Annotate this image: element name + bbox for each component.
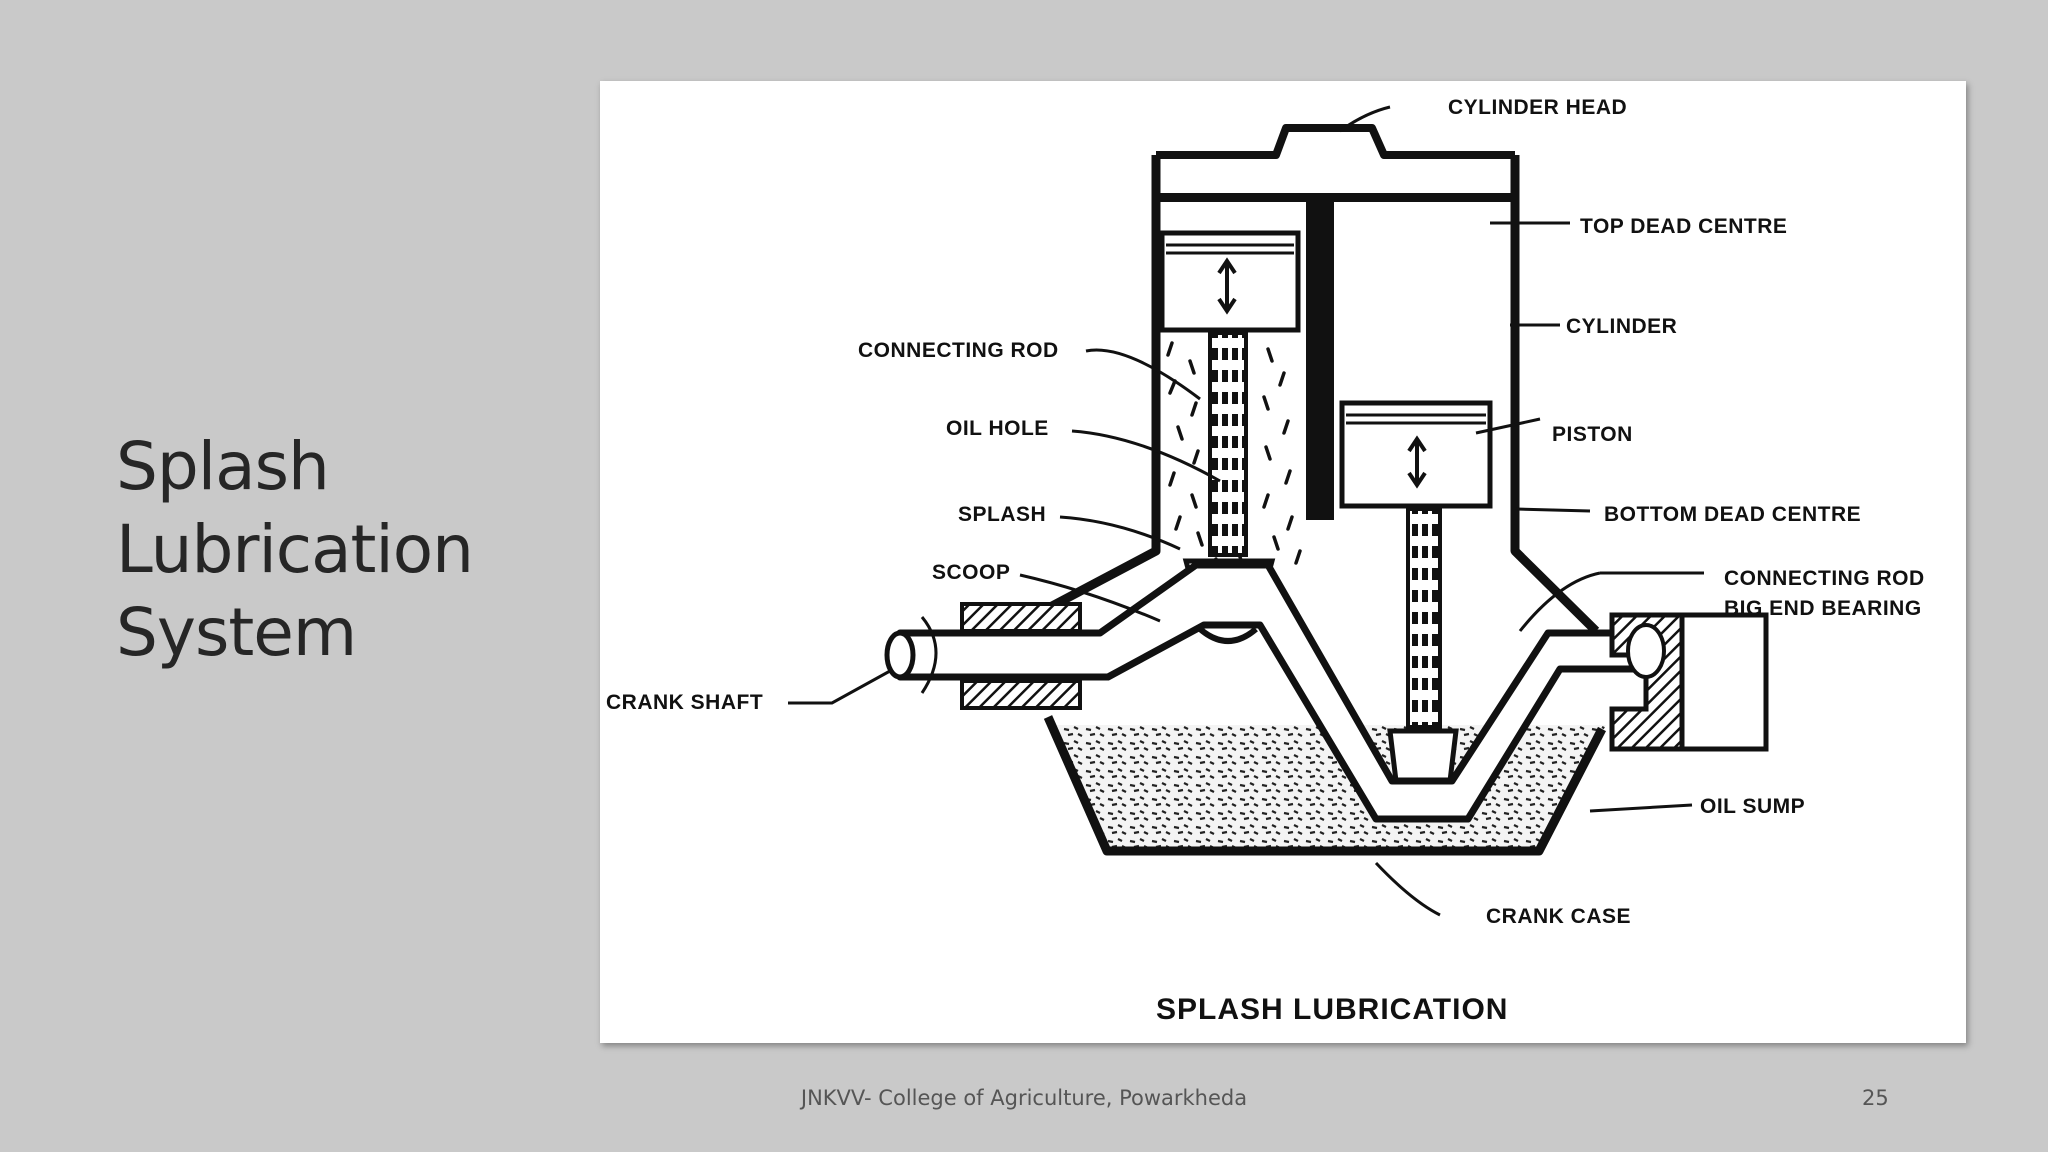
diagram-caption: SPLASH LUBRICATION [1156,993,1508,1026]
label-scoop: SCOOP [932,561,1010,584]
label-crank-shaft: CRANK SHAFT [606,691,763,714]
top-dead-centre-line [1156,193,1515,202]
label-piston: PISTON [1552,423,1633,446]
label-crank-case: CRANK CASE [1486,905,1631,928]
label-top-dead-centre: TOP DEAD CENTRE [1580,215,1787,238]
crank-shaft-end [884,630,916,680]
splash-droplets [1166,341,1302,573]
right-connecting-rod [1406,507,1442,729]
label-splash: SPLASH [958,503,1046,526]
title-line-2: Lubrication [116,511,474,588]
cylinder-divider [1306,202,1334,520]
left-main-bearing-bottom [960,679,1082,710]
slide-title: Splash Lubrication System [116,425,556,674]
label-cylinder-head: CYLINDER HEAD [1448,96,1627,119]
left-connecting-rod [1208,331,1248,557]
splash-lubrication-diagram: CYLINDER HEAD TOP DEAD CENTRE CYLINDER P… [600,81,1966,1043]
label-oil-sump: OIL SUMP [1700,795,1805,818]
label-connecting-rod: CONNECTING ROD [858,339,1059,362]
title-line-3: System [116,594,357,671]
diagram-drawing: CYLINDER HEAD TOP DEAD CENTRE CYLINDER P… [606,96,1925,1026]
label-cylinder: CYLINDER [1566,315,1677,338]
label-connecting-rod-big-end-1: CONNECTING ROD [1724,567,1925,590]
cylinder-head [1156,124,1515,159]
left-main-bearing-top [960,602,1082,633]
crank-case-outline [1017,155,1606,856]
page-number: 25 [1862,1086,1889,1110]
leader-lines [788,105,1704,917]
right-big-end [1387,728,1459,784]
label-connecting-rod-big-end-2: BIG END BEARING [1724,597,1922,620]
left-piston [1159,230,1301,333]
label-oil-hole: OIL HOLE [946,417,1049,440]
title-line-1: Splash [116,428,330,505]
slide-footer: JNKVV- College of Agriculture, Powarkhed… [800,1086,1248,1110]
label-bottom-dead-centre: BOTTOM DEAD CENTRE [1604,503,1861,526]
